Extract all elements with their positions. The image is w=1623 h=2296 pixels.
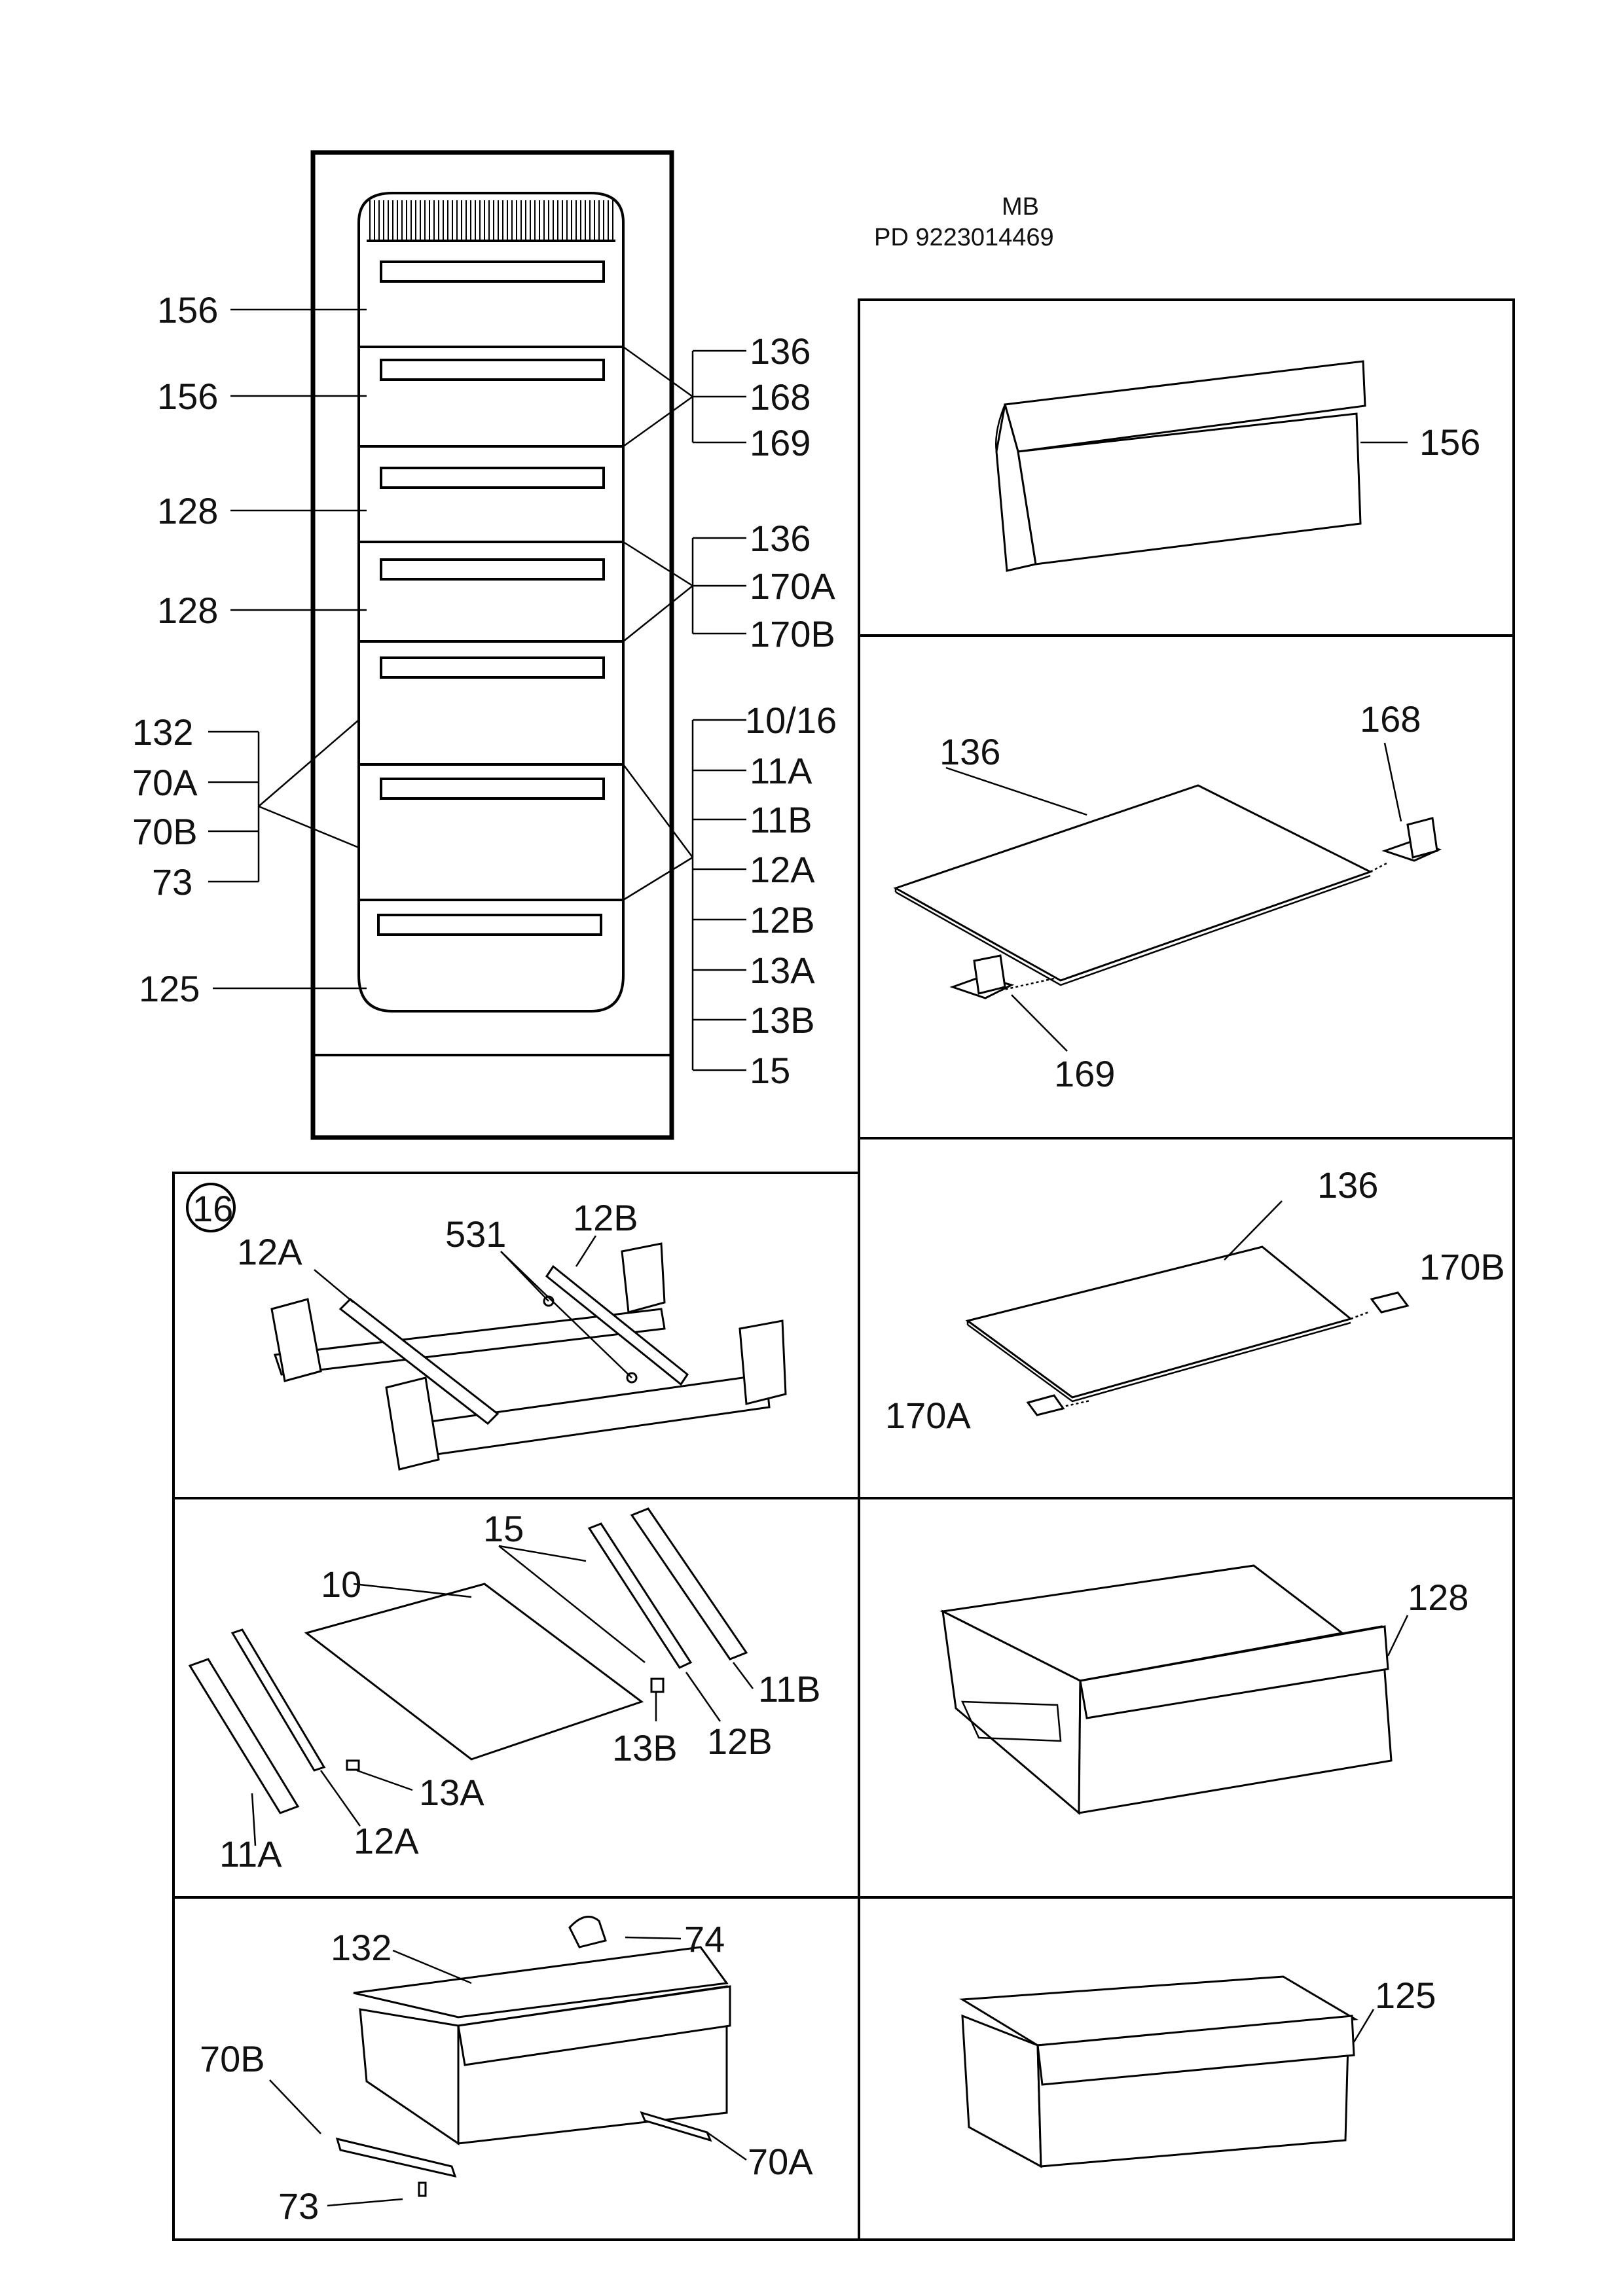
top-grille bbox=[367, 200, 615, 242]
label-70a: 70A bbox=[132, 762, 198, 803]
label-74: 74 bbox=[684, 1918, 725, 1960]
label-136-b: 136 bbox=[750, 518, 811, 559]
label-11a-exp: 11A bbox=[219, 1833, 282, 1874]
freezer-cabinet bbox=[310, 150, 674, 1140]
cabinet-right-labels: 136 168 169 136 170A 170B 10/16 11A 11B … bbox=[745, 331, 837, 1091]
label-13a: 13A bbox=[750, 950, 815, 991]
cabinet-left-labels: 156 156 128 128 132 70A 70B 73 125 bbox=[132, 289, 218, 1009]
support-168 bbox=[1381, 817, 1442, 862]
label-73: 73 bbox=[152, 861, 192, 903]
rail-exploded-panel: 15 10 11B 12B 13B 13A 11A 12A bbox=[188, 1507, 820, 1874]
rail-assembly-panel: 16 12A 531 12B bbox=[186, 1183, 787, 1471]
label-170b-panel: 170B bbox=[1419, 1246, 1505, 1287]
label-70b-panel: 70B bbox=[200, 2038, 265, 2079]
label-168: 168 bbox=[750, 376, 811, 418]
support-170b bbox=[1370, 1291, 1410, 1314]
drawer-132-panel: 74 132 70B 70A 73 bbox=[200, 1915, 813, 2227]
model-code: MB bbox=[1002, 193, 1039, 221]
label-13b-exp: 13B bbox=[612, 1727, 678, 1768]
label-12a-rail: 12A bbox=[237, 1231, 302, 1272]
label-170b: 170B bbox=[750, 613, 835, 655]
label-531: 531 bbox=[445, 1213, 506, 1255]
label-128-b: 128 bbox=[157, 590, 218, 631]
label-12b: 12B bbox=[750, 899, 815, 941]
label-128-a: 128 bbox=[157, 490, 218, 531]
label-169: 169 bbox=[750, 422, 811, 463]
support-169 bbox=[949, 954, 1015, 999]
label-169-panel: 169 bbox=[1054, 1053, 1115, 1094]
cabinet-right-leaders bbox=[622, 346, 746, 1071]
label-11b: 11B bbox=[750, 799, 812, 840]
label-168-panel: 168 bbox=[1360, 698, 1421, 740]
label-15-exp: 15 bbox=[483, 1508, 524, 1549]
panel-frames bbox=[172, 298, 1515, 2241]
label-12b-exp: 12B bbox=[707, 1721, 773, 1762]
support-170a bbox=[1026, 1394, 1065, 1416]
label-12a-exp: 12A bbox=[354, 1820, 419, 1861]
label-73-panel: 73 bbox=[278, 2185, 319, 2227]
label-136-a: 136 bbox=[750, 331, 811, 372]
glass-shelf-168-169-panel: 136 168 169 bbox=[893, 698, 1442, 1094]
label-10-exp: 10 bbox=[321, 1564, 361, 1605]
label-136-panel-a: 136 bbox=[939, 731, 1000, 772]
pd-number: PD 9223014469 bbox=[874, 224, 1054, 251]
label-13b: 13B bbox=[750, 999, 815, 1041]
drawer-125-panel: 125 bbox=[959, 1975, 1436, 2168]
label-128-panel: 128 bbox=[1408, 1577, 1468, 1618]
label-11b-exp: 11B bbox=[758, 1668, 820, 1710]
label-170a-panel: 170A bbox=[885, 1395, 971, 1436]
label-70a-panel: 70A bbox=[748, 2141, 813, 2182]
label-125-panel: 125 bbox=[1375, 1975, 1436, 2016]
label-156-b: 156 bbox=[157, 376, 218, 417]
label-11a: 11A bbox=[750, 750, 812, 791]
label-170a: 170A bbox=[750, 565, 835, 607]
label-10-16: 10/16 bbox=[745, 700, 837, 741]
label-12a: 12A bbox=[750, 849, 815, 890]
label-156-panel: 156 bbox=[1419, 422, 1480, 463]
cabinet-left-leaders bbox=[208, 308, 367, 990]
part-74 bbox=[568, 1915, 607, 1948]
label-70b: 70B bbox=[132, 811, 198, 852]
badge-16: 16 bbox=[192, 1188, 233, 1229]
label-136-panel-b: 136 bbox=[1317, 1164, 1378, 1206]
label-13a-exp: 13A bbox=[419, 1772, 484, 1813]
label-132: 132 bbox=[132, 711, 193, 753]
label-125: 125 bbox=[139, 968, 200, 1009]
label-156-a: 156 bbox=[157, 289, 218, 331]
label-12b-rail: 12B bbox=[573, 1197, 638, 1238]
label-15: 15 bbox=[750, 1050, 790, 1091]
drawer-128-panel: 128 bbox=[939, 1564, 1468, 1816]
label-132-panel: 132 bbox=[331, 1927, 392, 1968]
glass-shelf-170-panel: 136 170B 170A bbox=[885, 1164, 1505, 1436]
callout-badge bbox=[186, 1183, 236, 1232]
door-shelf-156-panel: 156 bbox=[995, 360, 1480, 572]
